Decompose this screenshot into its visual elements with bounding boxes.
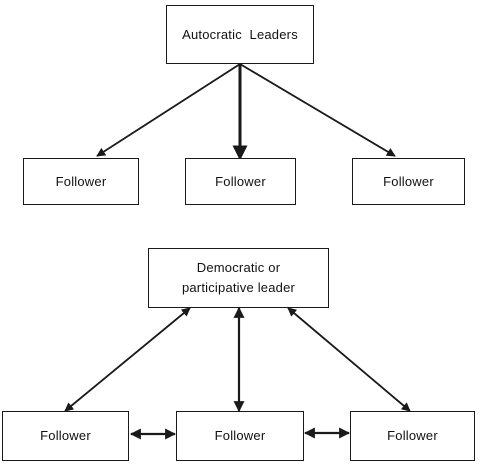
follower-label: Follower [214,428,266,443]
autocratic-follower-box-center: Follower [185,158,296,205]
democratic-leader-label-line2: participative leader [181,280,296,295]
autocratic-follower-box-left: Follower [23,158,139,205]
democratic-follower-box-center: Follower [176,411,304,461]
autocratic-follower-box-right: Follower [352,158,465,205]
democratic-leader-label-line1: Democratic or [196,260,281,275]
follower-label: Follower [40,428,91,443]
double-arrow-leader-follower-left [64,307,191,412]
follower-label: Follower [55,173,107,189]
arrow-leader-to-follower-right [239,63,396,157]
autocratic-leader-label: Autocratic Leaders [182,26,298,42]
arrow-leader-to-follower-left [96,63,241,157]
democratic-follower-box-left: Follower [2,411,129,461]
double-arrow-leader-follower-right [287,307,411,412]
follower-label: Follower [383,173,434,189]
democratic-leader-box: Democratic or participative leader [148,248,329,308]
follower-label: Follower [387,428,438,443]
follower-label: Follower [215,173,266,189]
autocratic-leader-box: Autocratic Leaders [166,5,314,64]
democratic-follower-box-right: Follower [350,411,475,461]
